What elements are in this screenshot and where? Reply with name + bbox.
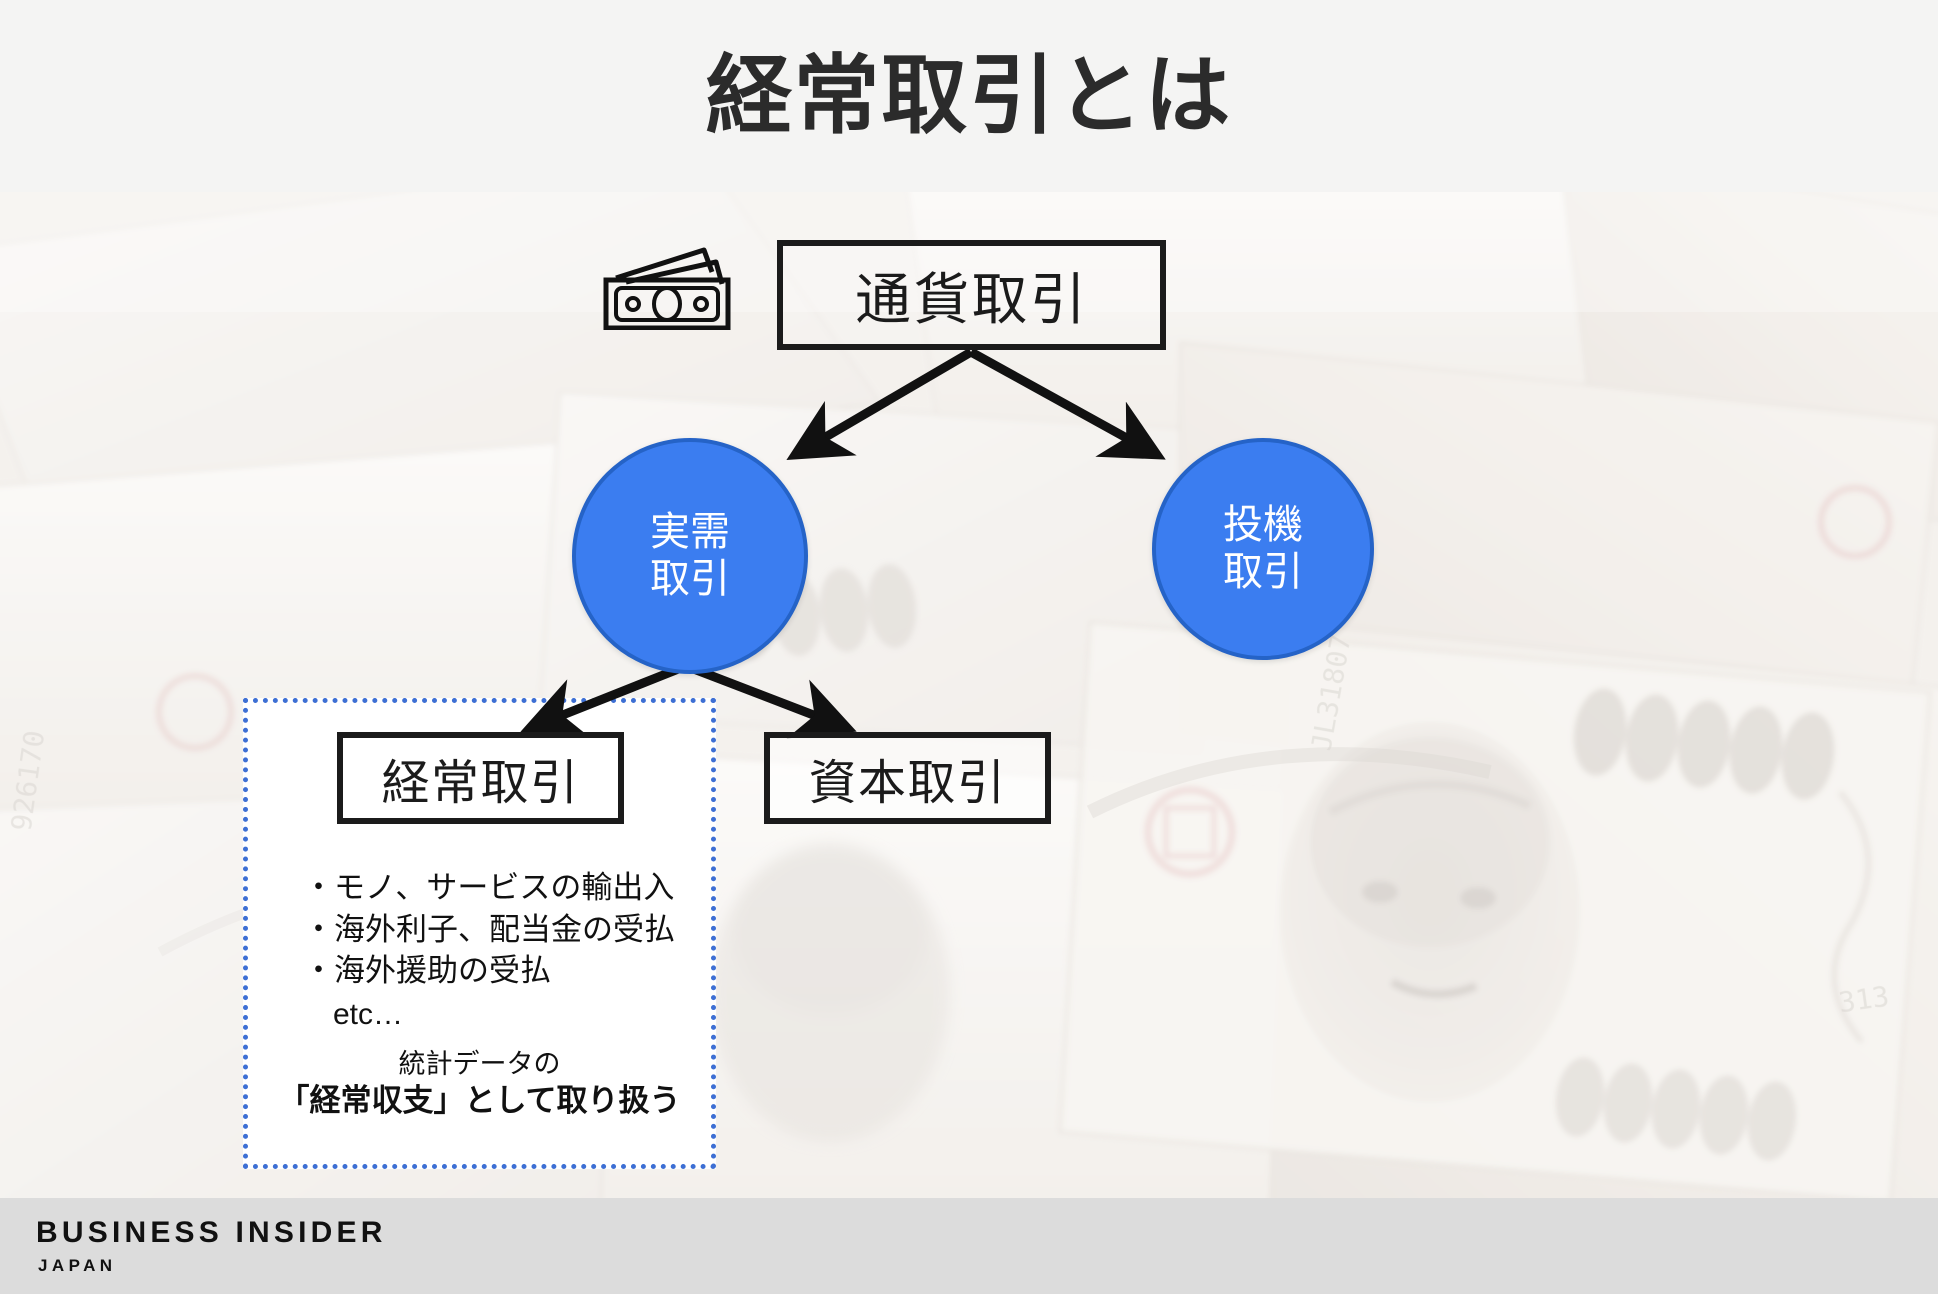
node-capital-transaction[interactable]: 資本取引	[764, 732, 1051, 824]
node-currency-transaction[interactable]: 通貨取引	[777, 240, 1166, 350]
bullet-item-3: ・海外援助の受払	[303, 953, 551, 990]
node-speculative-transaction[interactable]: 投機 取引	[1152, 438, 1374, 660]
svg-text:313: 313	[1836, 979, 1891, 1019]
node-speculative-line1: 投機	[1223, 501, 1303, 548]
node-current-transaction[interactable]: 経常取引	[337, 732, 624, 824]
footer-brand-name: BUSINESS INSIDER	[36, 1216, 387, 1249]
caption-line-1: 統計データの	[398, 1049, 561, 1080]
page-title: 経常取引とは	[705, 46, 1233, 146]
slide-header: 経常取引とは	[0, 0, 1938, 192]
node-real-demand-line1: 実需	[650, 508, 730, 555]
highlight-bullet-list: ・モノ、サービスの輸出入 ・海外利子、配当金の受払 ・海外援助の受払 etc…	[303, 868, 703, 1035]
highlight-caption: 統計データの 「経常収支」として取り扱う	[243, 1048, 716, 1121]
bullet-item-1: ・モノ、サービスの輸出入	[303, 870, 675, 906]
node-speculative-line2: 取引	[1223, 549, 1303, 595]
bullet-etc: etc…	[333, 997, 404, 1031]
caption-line-2: 「経常収支」として取り扱う	[278, 1082, 681, 1119]
yen-banknote-artwork: 926170 JL31807 313	[0, 192, 1938, 1198]
bullet-item-2: ・海外利子、配当金の受払	[303, 911, 675, 948]
slide-footer: BUSINESS INSIDER JAPAN	[0, 1198, 1938, 1294]
footer-edition-label: JAPAN	[38, 1256, 117, 1275]
node-real-demand-line2: 取引	[650, 556, 730, 602]
background-photo-yen-banknotes: 926170 JL31807 313	[0, 192, 1938, 1198]
node-real-demand-transaction[interactable]: 実需 取引	[572, 438, 808, 674]
banknote-stack-icon	[603, 247, 731, 330]
